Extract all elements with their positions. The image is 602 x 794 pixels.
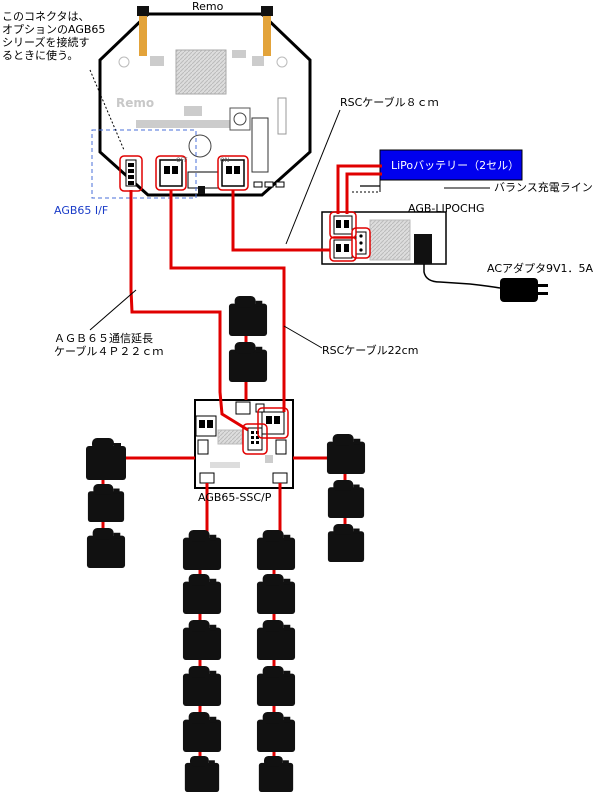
- highlight-charger-balance: [351, 227, 371, 259]
- charger-chip: [369, 219, 411, 261]
- highlight-charger-battery: [329, 211, 357, 239]
- reset-button-knob: [233, 112, 247, 126]
- pin-header: [277, 97, 287, 135]
- wire-battery-lead: [336, 164, 382, 214]
- rsc-cable-8cm-label: RSCケーブル８ｃｍ: [340, 96, 439, 109]
- antenna-right-ribbon: [263, 16, 271, 56]
- servo: [184, 756, 220, 792]
- agb-lipochg-label: AGB-LIPOCHG: [408, 202, 485, 215]
- ssc-connector-rsc: [261, 411, 285, 435]
- remo-title: Remo: [192, 0, 224, 13]
- switch-block: [187, 171, 219, 189]
- note-leader-line: [89, 69, 125, 151]
- lipo-battery: [379, 149, 523, 181]
- wire-battery-lead: [345, 172, 382, 214]
- servo: [86, 528, 126, 568]
- antenna-left-ribbon: [139, 16, 147, 56]
- agb65-if-dashed-box: [91, 129, 197, 199]
- agb65-cable-label: ＡＧＢ６５通信延長 ケーブル４Ｐ２２ｃｍ: [54, 332, 164, 358]
- ac-adapter-label: ACアダプタ9V1．5A: [487, 262, 594, 275]
- servo: [256, 530, 296, 570]
- charger-dc-jack: [414, 234, 432, 264]
- component: [252, 56, 264, 66]
- remo-board-logo: Remo: [116, 96, 155, 110]
- highlight-ssc-rsc: [257, 407, 289, 439]
- side-connector: [251, 117, 269, 173]
- rsc-cable-22cm-label: RSCケーブル22cm: [322, 344, 419, 357]
- main-chip: [175, 49, 227, 95]
- agb65-ssc-board: [194, 399, 294, 489]
- antenna-right-cap: [261, 6, 273, 16]
- ssc-port-bottom-right: [272, 472, 288, 484]
- ssc-port-right: [275, 439, 287, 455]
- servo: [256, 712, 296, 752]
- connector-note: このコネクタは、 オプションのAGB65 シリーズを接続す るときに使う。: [2, 10, 106, 62]
- power-switch-ring: [188, 134, 212, 158]
- wire-agb65-extension: [129, 190, 249, 432]
- servo: [256, 620, 296, 660]
- servo: [327, 480, 365, 518]
- servo: [258, 756, 294, 792]
- component: [232, 50, 246, 58]
- servo: [182, 620, 222, 660]
- component: [150, 56, 164, 66]
- servo: [326, 434, 366, 474]
- pcb-off-label: OFF: [176, 157, 188, 164]
- ssc-chip: [217, 429, 243, 445]
- leader-agb65-cable: [89, 289, 137, 331]
- header-strip: [136, 120, 246, 128]
- ssc-port-left: [197, 439, 209, 455]
- lipo-battery-label: LiPoバッテリー（2セル）: [391, 159, 520, 172]
- ac-adapter: [500, 278, 538, 302]
- leader-rsc-22cm: [283, 325, 323, 349]
- remo-board: [98, 6, 312, 197]
- ac-adapter-cord: [423, 264, 501, 289]
- servo: [86, 438, 126, 480]
- antenna-left-cap: [137, 6, 149, 16]
- balance-line-label: バランス充電ライン: [494, 181, 593, 194]
- mount-hole: [276, 56, 288, 68]
- servo: [182, 574, 222, 614]
- ssc-agb65-connector: [247, 427, 263, 451]
- servo: [228, 342, 268, 382]
- wire-rsc-22cm: [169, 190, 286, 412]
- servo: [256, 666, 296, 706]
- servo: [182, 666, 222, 706]
- servo: [182, 530, 222, 570]
- mount-hole: [118, 56, 130, 68]
- ssc-port-top: [235, 401, 251, 415]
- servo-group: [86, 296, 366, 792]
- agb-lipochg-board: [321, 211, 447, 265]
- servo: [327, 524, 365, 562]
- pcb-on-label: ON: [220, 157, 230, 164]
- switch-tab: [198, 186, 205, 194]
- agb65-if-label: AGB65 I/F: [54, 204, 109, 217]
- servo: [87, 484, 125, 522]
- servo: [182, 712, 222, 752]
- wire-rsc-8cm: [231, 190, 330, 252]
- leader-rsc-8cm: [285, 109, 341, 245]
- highlight-ssc-agb65: [242, 423, 268, 455]
- servo: [228, 296, 268, 336]
- agb65-ssc-label: AGB65-SSC/P: [198, 491, 272, 504]
- servo: [256, 574, 296, 614]
- component: [184, 106, 202, 116]
- ssc-port-bottom-left: [199, 472, 215, 484]
